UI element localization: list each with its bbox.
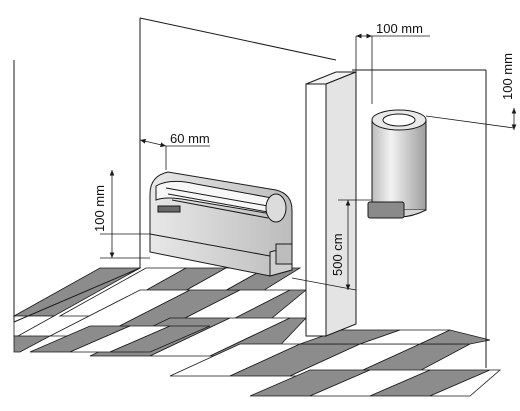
tank-side-gap-label: 100 mm — [500, 53, 515, 100]
pillar-height-label: 500 cm — [330, 233, 345, 276]
wall-unit — [149, 171, 293, 277]
wall-pillar — [305, 71, 357, 337]
dimension-lines — [100, 33, 517, 291]
floor-tiles — [12, 267, 502, 397]
unit-floor-gap-label: 100 mm — [92, 185, 107, 232]
water-tank — [367, 109, 427, 219]
tank-top-gap-label: 100 mm — [376, 21, 423, 36]
room-walls — [13, 17, 487, 368]
unit-side-gap-label: 60 mm — [170, 131, 210, 146]
